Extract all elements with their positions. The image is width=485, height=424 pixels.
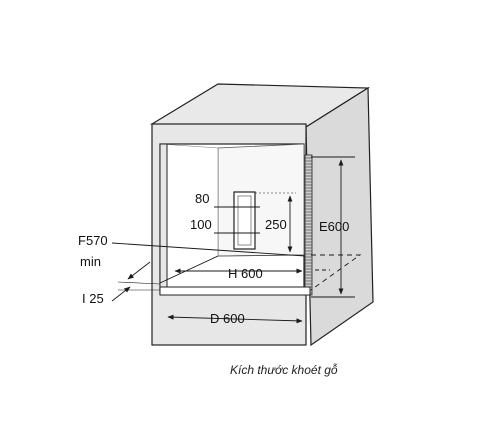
socket-cutout-inner (237, 195, 252, 246)
dim-line-i25-upper (127, 261, 151, 280)
dim-line-h600-left-diag (159, 255, 219, 284)
label-e600: E600 (319, 219, 349, 234)
dim-dashed-depth-box (310, 254, 362, 291)
bottom-shelf (159, 286, 311, 296)
label-80: 80 (195, 191, 209, 206)
dim-line-d600 (167, 314, 303, 324)
label-f570-min: min (80, 254, 101, 269)
interior-back-wall (217, 143, 305, 257)
label-250: 250 (265, 217, 287, 232)
left-side-panel-edge (159, 143, 168, 291)
diagram-caption: Kích thước khoét gỗ (230, 362, 338, 377)
dim-line-i25-lower (111, 286, 131, 302)
label-i25: I 25 (82, 291, 104, 306)
label-h600: H 600 (228, 266, 263, 281)
label-d600: D 600 (210, 311, 245, 326)
label-f570: F570 (78, 233, 108, 248)
dim-line-f570 (111, 242, 306, 257)
label-100: 100 (190, 217, 212, 232)
cabinet-side-face (305, 86, 374, 347)
dim-line-i25-ref (117, 281, 161, 285)
